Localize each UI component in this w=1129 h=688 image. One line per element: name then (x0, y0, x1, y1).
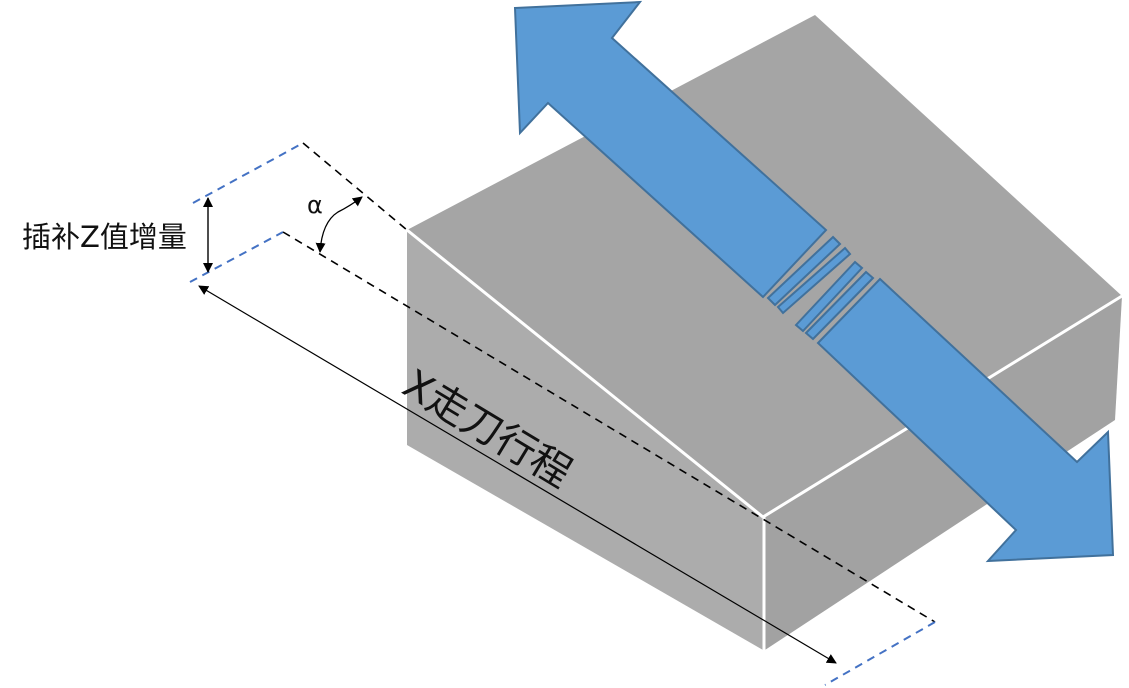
black-dash-top (302, 142, 408, 231)
blue-dash-top (192, 142, 304, 204)
blue-dash-bottom (824, 621, 936, 686)
x-travel-dimension (198, 285, 837, 664)
z-increment-label: 插补Z值增量 (22, 220, 187, 254)
box-right-face (763, 296, 1122, 650)
angle-label: α (307, 191, 323, 219)
blue-dash-mid (189, 231, 284, 283)
angle-arc (315, 196, 363, 253)
